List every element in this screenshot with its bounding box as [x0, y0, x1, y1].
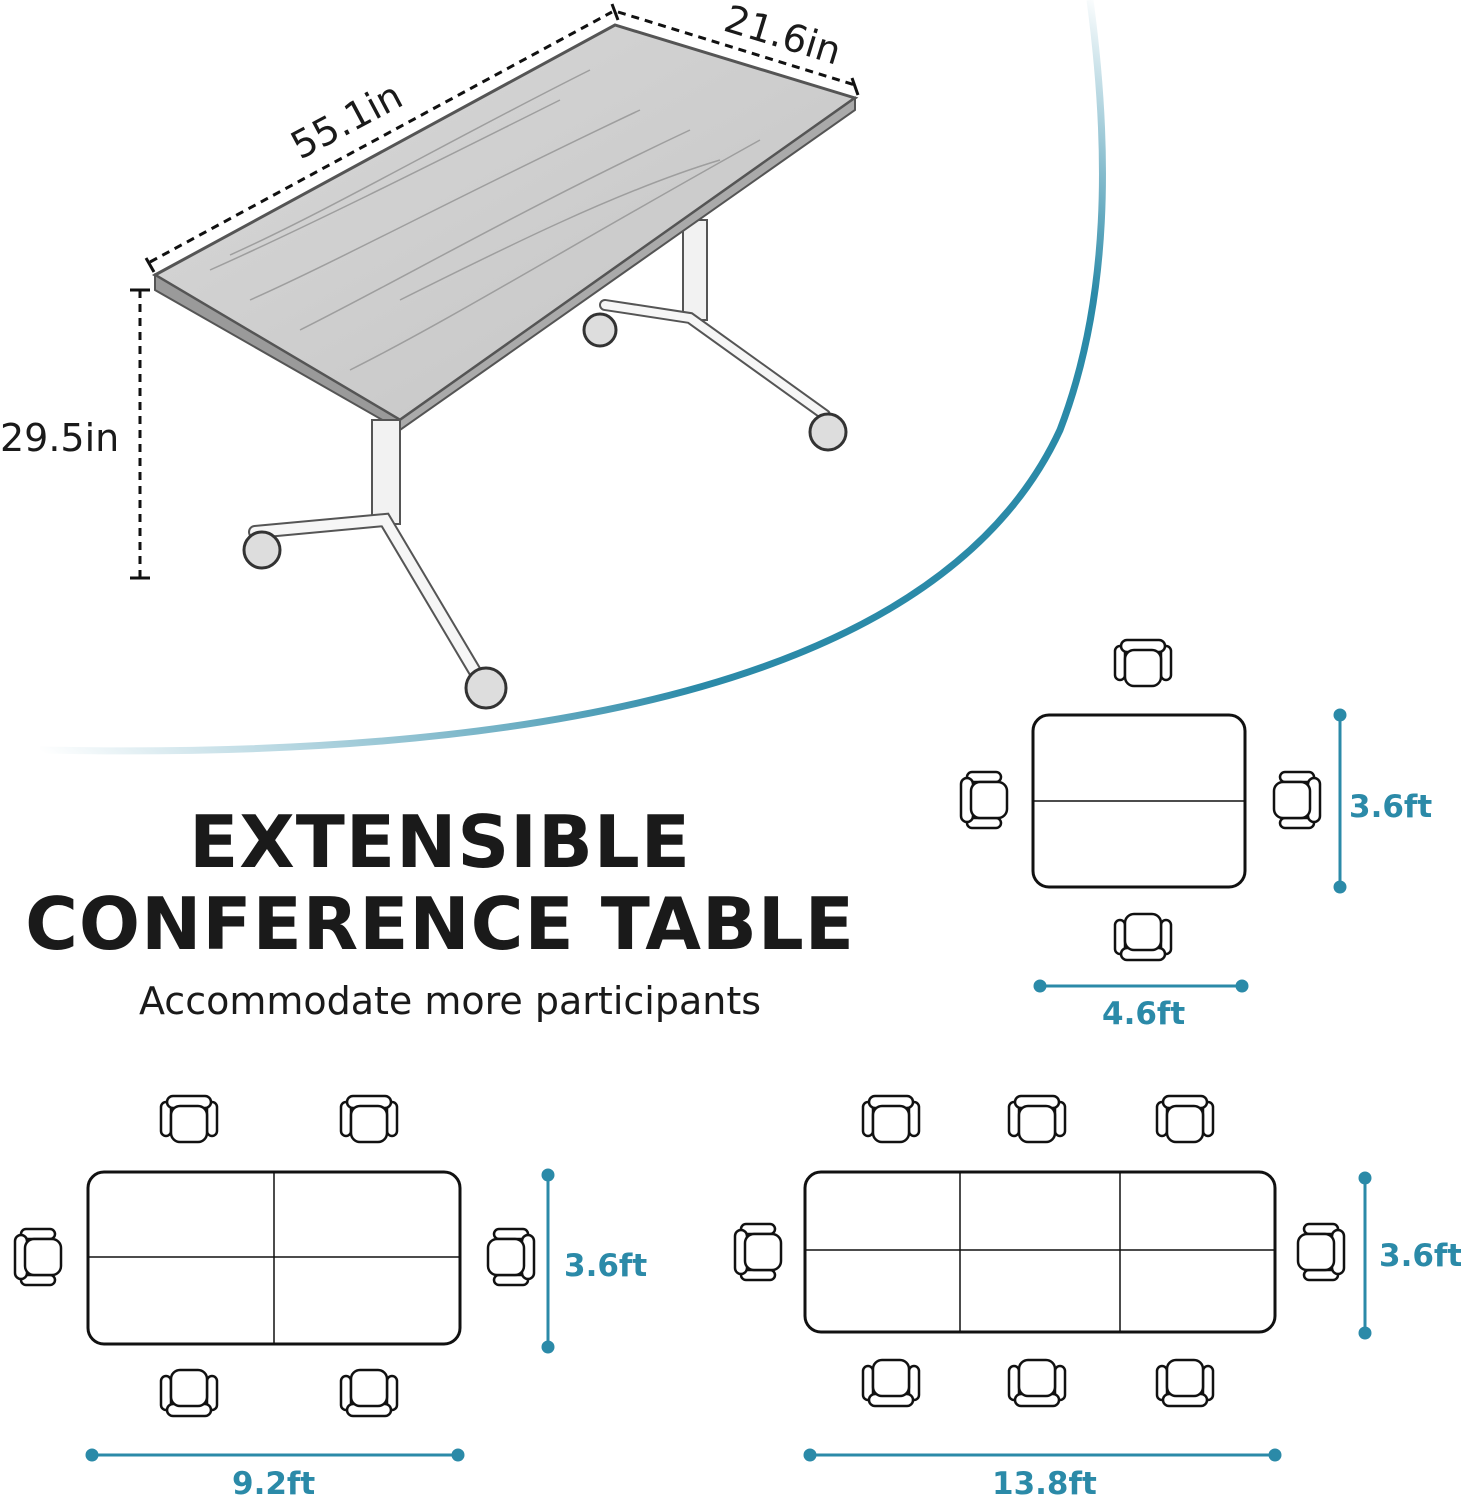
layout-3-dimensions: [803, 1171, 1372, 1462]
layout-2-depth-label: 3.6ft: [564, 1248, 647, 1284]
height-dimension-label: 29.5in: [0, 416, 119, 460]
decorative-arc: [39, 0, 1106, 755]
chair-icon: [1155, 1358, 1215, 1408]
headline-subtitle: Accommodate more participants: [138, 979, 762, 1023]
chair-icon: [861, 1358, 921, 1408]
chair-icon: [1007, 1094, 1067, 1144]
chair-icon: [1296, 1222, 1346, 1282]
chair-icon: [1272, 770, 1322, 830]
layout-2-diagram: [86, 1170, 462, 1346]
chair-icons: [13, 638, 1346, 1418]
chair-icon: [159, 1094, 219, 1144]
layout-2-dimensions: [85, 1168, 555, 1462]
layout-3-depth-label: 3.6ft: [1379, 1238, 1461, 1274]
chair-icon: [1155, 1094, 1215, 1144]
layout-1-diagram: [1031, 713, 1247, 889]
chair-icon: [1007, 1358, 1067, 1408]
table-illustration: [151, 23, 859, 710]
chair-icon: [486, 1227, 536, 1287]
chair-icon: [13, 1227, 63, 1287]
headline-line-2: CONFERENCE TABLE: [25, 882, 855, 966]
layout-3-width-label: 13.8ft: [992, 1466, 1097, 1500]
layout-3-diagram: [803, 1170, 1277, 1334]
chair-icon: [959, 770, 1009, 830]
chair-icon: [339, 1368, 399, 1418]
layout-1-depth-label: 3.6ft: [1349, 789, 1432, 825]
layout-1-width-label: 4.6ft: [1102, 996, 1185, 1032]
layout-1-dimensions: [1033, 708, 1347, 993]
chair-icon: [861, 1094, 921, 1144]
layout-2-width-label: 9.2ft: [232, 1466, 315, 1500]
chair-icon: [339, 1094, 399, 1144]
chair-icon: [1113, 638, 1173, 688]
chair-icon: [159, 1368, 219, 1418]
chair-icon: [733, 1222, 783, 1282]
headline-line-1: EXTENSIBLE: [189, 800, 691, 884]
dimension-lines: [130, 3, 860, 580]
chair-icon: [1113, 912, 1173, 962]
